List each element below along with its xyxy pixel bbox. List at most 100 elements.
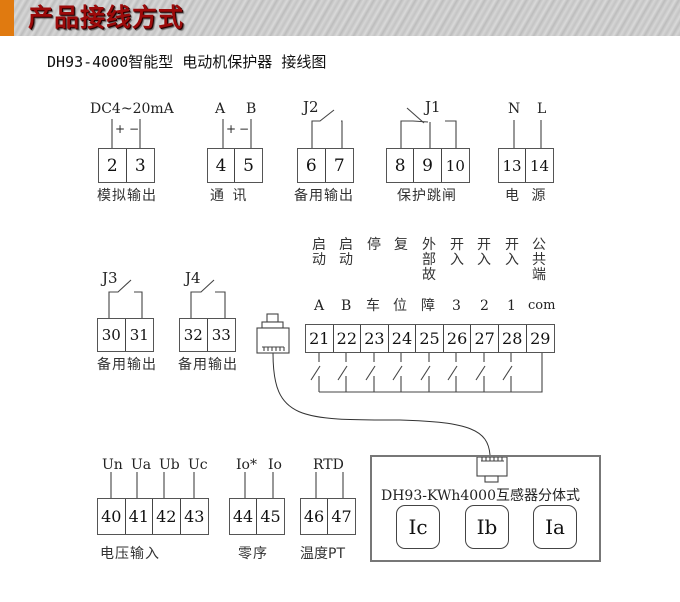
j2-caption: 备用输出: [294, 188, 354, 204]
terminal-24: 24: [389, 325, 417, 352]
relay-j3-label: J3: [102, 269, 118, 287]
terminal-30: 30: [98, 319, 126, 351]
ct-module-box: [370, 455, 601, 562]
di-sub-29: com: [528, 298, 556, 313]
terminal-block-power: 13 14: [498, 148, 554, 183]
terminal-26: 26: [444, 325, 472, 352]
ct-ia: Ia: [533, 505, 577, 549]
terminal-43: 43: [184, 507, 205, 526]
terminal-10: 10: [445, 156, 465, 175]
di-label-26: 开入: [450, 237, 464, 268]
header-banner: 产品接线方式: [0, 0, 680, 36]
j3-caption: 备用输出: [97, 357, 157, 373]
terminal-block-comm: 4 5: [207, 148, 263, 183]
terminal-block-temperature: 46 47: [300, 498, 356, 535]
minus-label: −: [239, 122, 250, 136]
terminal-block-j1: 8 9 10: [386, 148, 470, 183]
power-pin-n: N: [508, 101, 521, 117]
di-sub-28: 1: [507, 298, 516, 314]
power-pin-l: L: [537, 101, 547, 117]
ct-ib: Ib: [465, 505, 509, 549]
terminal-45: 45: [260, 507, 281, 526]
comm-caption: 通 讯: [210, 188, 249, 204]
analog-signal-label: DC4~20mA: [90, 101, 174, 117]
terminal-46: 46: [301, 499, 329, 534]
terminal-23: 23: [361, 325, 389, 352]
terminal-14: 14: [529, 156, 550, 175]
terminal-6: 6: [298, 149, 326, 182]
pin-io: Io: [268, 457, 282, 473]
di-sub-26: 3: [452, 298, 461, 314]
diagram-subtitle: DH93-4000智能型 电动机保护器 接线图: [47, 53, 327, 71]
plus-label: +: [226, 122, 237, 136]
terminal-25: 25: [416, 325, 444, 352]
j4-caption: 备用输出: [178, 357, 238, 373]
terminal-32: 32: [180, 319, 208, 351]
relay-j4-label: J4: [185, 269, 201, 287]
terminal-31: 31: [129, 326, 149, 344]
terminal-3: 3: [134, 155, 146, 176]
terminal-42: 42: [153, 499, 181, 534]
banner-accent-bar: [0, 0, 14, 36]
di-label-28: 开入: [505, 237, 519, 268]
terminal-block-zero-seq: 44 45: [229, 498, 285, 535]
terminal-block-analog: 2 3: [98, 148, 155, 183]
rj45-connector-icon: [256, 313, 290, 354]
terminal-33: 33: [211, 326, 231, 344]
pin-uc: Uc: [188, 457, 208, 473]
di-label-21: 启动: [312, 237, 326, 268]
di-sub-25: 障: [421, 298, 436, 314]
minus-label: −: [129, 122, 140, 136]
zero-seq-caption: 零序: [238, 546, 268, 562]
di-label-29: 公共端: [532, 237, 546, 283]
pin-ua: Ua: [131, 457, 152, 473]
di-label-24: 复: [394, 237, 408, 253]
relay-j2-label: J2: [303, 98, 319, 116]
di-sub-21: A: [314, 298, 325, 314]
comm-pin-b: B: [246, 101, 257, 117]
ct-module-title: DH93-KWh4000互感器分体式: [381, 488, 580, 504]
terminal-13: 13: [499, 149, 527, 182]
temperature-caption: 温度PT: [300, 546, 345, 562]
terminal-29: 29: [530, 329, 551, 348]
terminal-28: 28: [499, 325, 527, 352]
terminal-7: 7: [333, 155, 345, 176]
terminal-9: 9: [414, 149, 442, 182]
power-caption: 电 源: [505, 188, 550, 204]
terminal-4: 4: [208, 149, 236, 182]
voltage-caption: 电压输入: [100, 546, 160, 562]
terminal-block-voltage: 40 41 42 43: [97, 498, 209, 535]
di-sub-27: 2: [480, 298, 489, 314]
terminal-8: 8: [387, 149, 415, 182]
ct-ic: Ic: [396, 505, 440, 549]
terminal-44: 44: [230, 499, 258, 534]
di-label-27: 开入: [477, 237, 491, 268]
analog-output-caption: 模拟输出: [97, 188, 157, 204]
di-sub-22: B: [341, 298, 352, 314]
pin-ub: Ub: [159, 457, 180, 473]
pin-un: Un: [102, 457, 123, 473]
terminal-21: 21: [306, 325, 334, 352]
terminal-block-j3: 30 31: [97, 318, 154, 352]
relay-j1-label: J1: [425, 98, 441, 116]
pin-rtd: RTD: [313, 457, 344, 473]
pin-io-star: Io*: [236, 457, 257, 473]
terminal-block-j4: 32 33: [179, 318, 236, 352]
terminal-27: 27: [471, 325, 499, 352]
di-label-22: 启动: [339, 237, 353, 268]
di-sub-23: 车: [366, 298, 381, 314]
terminal-40: 40: [98, 499, 126, 534]
terminal-41: 41: [126, 499, 153, 534]
banner-title: 产品接线方式: [28, 3, 185, 32]
comm-pin-a: A: [215, 101, 226, 117]
terminal-5: 5: [243, 155, 254, 176]
terminal-47: 47: [331, 507, 352, 526]
terminal-block-digital-inputs: 21 22 23 24 25 26 27 28 29: [305, 324, 555, 353]
trip-caption: 保护跳闸: [397, 188, 457, 204]
di-sub-24: 位: [393, 298, 408, 314]
terminal-2: 2: [99, 149, 127, 182]
rj45-port-icon: [476, 456, 508, 483]
di-label-25: 外部故: [422, 237, 436, 283]
di-label-23: 停: [367, 237, 381, 253]
